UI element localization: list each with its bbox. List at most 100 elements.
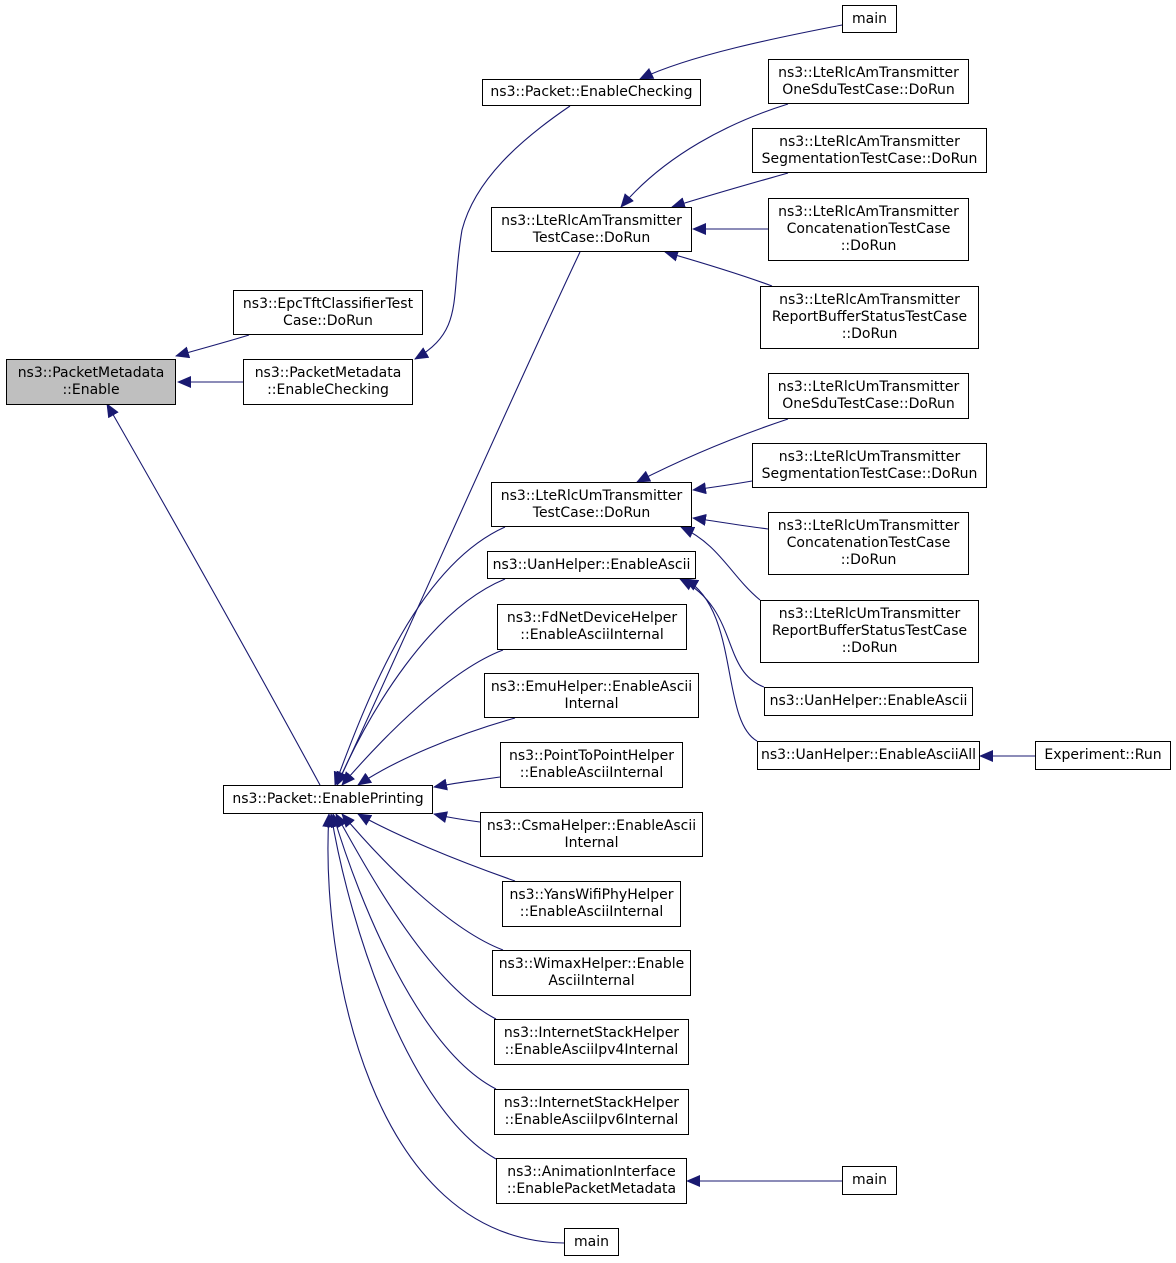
node-label-line: ns3::LteRlcUmTransmitter <box>778 448 961 465</box>
edge-emu-to-pkt_print <box>357 717 516 786</box>
node-packet-enablechecking[interactable]: ns3::Packet::EnableChecking <box>482 79 701 106</box>
node-packetmetadata-enablechecking[interactable]: ns3::PacketMetadata ::EnableChecking <box>243 359 413 405</box>
edge-inet6-to-pkt_print <box>330 813 497 1090</box>
node-packet-enableprinting[interactable]: ns3::Packet::EnablePrinting <box>223 785 433 814</box>
node-label-line: ns3::AnimationInterface <box>507 1164 676 1180</box>
node-label-line: ns3::InternetStackHelper <box>503 1025 680 1041</box>
node-label-line: ::Enable <box>62 382 120 398</box>
node-uanhelper-enableascii-main[interactable]: ns3::UanHelper::EnableAscii <box>487 551 696 579</box>
edge-um_con-to-um_tc <box>692 513 769 530</box>
node-lterlcam-onesdutestcase-dorun[interactable]: ns3::LteRlcAmTransmitter OneSduTestCase:… <box>768 59 969 104</box>
node-uanhelper-enableasciiall[interactable]: ns3::UanHelper::EnableAsciiAll <box>757 741 980 770</box>
node-label-line: ConcatenationTestCase <box>786 535 951 551</box>
node-label-line: ns3::UanHelper::EnableAsciiAll <box>760 747 977 763</box>
node-label-line: AsciiInternal <box>548 973 635 989</box>
node-label-line: TestCase::DoRun <box>532 504 651 521</box>
node-label-line: ns3::Packet::EnablePrinting <box>232 791 424 807</box>
edge-am_one-to-am_tc <box>620 103 789 208</box>
node-label-line: ::DoRun <box>840 238 897 254</box>
node-internetstackhelper-enableasciiipv4internal[interactable]: ns3::InternetStackHelper ::EnableAsciiIp… <box>494 1019 689 1065</box>
node-label-line: ReportBufferStatusTestCase <box>771 309 968 325</box>
node-label-line: ns3::LteRlcUmTransmitter <box>778 606 961 622</box>
node-uanhelper-enableascii-overload[interactable]: ns3::UanHelper::EnableAscii <box>764 687 973 716</box>
node-label-line: ns3::PacketMetadata <box>17 365 165 381</box>
node-epctftclassifiertestcase-dorun[interactable]: ns3::EpcTftClassifierTest Case::DoRun <box>233 290 423 335</box>
edge-am_tc-to-pkt_print <box>336 251 581 786</box>
node-label-line: main <box>852 1172 887 1188</box>
node-fdnetdevicehelper-enableasciiinternal[interactable]: ns3::FdNetDeviceHelper ::EnableAsciiInte… <box>497 604 687 650</box>
edge-csma-to-pkt_print <box>433 811 481 823</box>
node-emuhelper-enableasciiinternal[interactable]: ns3::EmuHelper::EnableAscii Internal <box>484 673 699 718</box>
node-main-top[interactable]: main <box>842 5 897 33</box>
node-animationinterface-enablepacketmetadata[interactable]: ns3::AnimationInterface ::EnablePacketMe… <box>496 1158 687 1204</box>
node-label-line: ::EnableAsciiInternal <box>519 904 664 920</box>
node-label-line: ::EnableAsciiInternal <box>519 765 664 781</box>
edge-anim-to-pkt_print <box>327 813 497 1160</box>
node-lterlcumtransmittertestcase-dorun[interactable]: ns3::LteRlcUmTransmitter TestCase::DoRun <box>491 482 692 527</box>
node-label-line: ConcatenationTestCase <box>786 221 951 237</box>
edge-am_seg-to-am_tc <box>671 172 789 209</box>
node-label-line: ns3::LteRlcAmTransmitter <box>778 64 959 81</box>
node-label-line: ns3::LteRlcAmTransmitter <box>778 204 959 220</box>
node-lterlcum-onesdutestcase-dorun[interactable]: ns3::LteRlcUmTransmitter OneSduTestCase:… <box>768 373 969 419</box>
edge-fd-to-pkt_print <box>341 649 504 786</box>
edge-uan_all-to-uan_a <box>684 578 758 742</box>
node-label-line: ns3::FdNetDeviceHelper <box>506 610 678 626</box>
node-internetstackhelper-enableasciiipv6internal[interactable]: ns3::InternetStackHelper ::EnableAsciiIp… <box>494 1089 689 1135</box>
node-main-animation[interactable]: main <box>842 1166 897 1195</box>
node-lterlcum-concatenationtestcase-dorun[interactable]: ns3::LteRlcUmTransmitter ConcatenationTe… <box>768 512 969 575</box>
node-label-line: ns3::LteRlcUmTransmitter <box>777 518 960 534</box>
node-label-line: ns3::PacketMetadata <box>254 365 402 381</box>
node-label-line: Internal <box>564 695 619 712</box>
edge-p2p-to-pkt_print <box>433 776 501 791</box>
edge-epc-to-pm_enable <box>175 334 250 359</box>
node-label-line: main <box>574 1233 609 1250</box>
node-label-line: ::EnableAsciiIpv4Internal <box>504 1042 679 1058</box>
edge-inet4-to-pkt_print <box>335 813 497 1020</box>
node-label-line: ns3::LteRlcUmTransmitter <box>500 487 683 504</box>
node-label-line: ::EnableAsciiInternal <box>520 627 664 643</box>
node-lterlcum-segmentationtestcase-dorun[interactable]: ns3::LteRlcUmTransmitter SegmentationTes… <box>752 443 987 488</box>
edge-pkt_print-to-pm_enable <box>106 403 321 786</box>
edge-um_tc-to-pkt_print <box>333 526 506 786</box>
node-main-bottom[interactable]: main <box>564 1228 619 1256</box>
node-lterlcum-reportbufferstatustestcase-dorun[interactable]: ns3::LteRlcUmTransmitter ReportBufferSta… <box>760 600 979 663</box>
node-label-line: ns3::CsmaHelper::EnableAscii <box>486 817 697 834</box>
node-label-line: ns3::LteRlcAmTransmitter <box>501 212 682 229</box>
edge-yans-to-pkt_print <box>357 813 516 882</box>
node-lterlcam-reportbufferstatustestcase-dorun[interactable]: ns3::LteRlcAmTransmitter ReportBufferSta… <box>760 286 979 349</box>
node-label-line: Case::DoRun <box>283 312 373 329</box>
node-label-line: ns3::WimaxHelper::Enable <box>498 956 685 972</box>
node-label-line: OneSduTestCase::DoRun <box>782 81 955 98</box>
node-label-line: ns3::InternetStackHelper <box>503 1095 680 1111</box>
node-pointtopointhelper-enableasciiinternal[interactable]: ns3::PointToPointHelper ::EnableAsciiInt… <box>500 742 683 788</box>
edge-wimax-to-pkt_print <box>341 813 504 951</box>
node-label-line: ns3::UanHelper::EnableAscii <box>769 693 968 709</box>
node-label-line: OneSduTestCase::DoRun <box>782 396 955 412</box>
node-label-line: ::EnableChecking <box>267 382 389 398</box>
node-label-line: ns3::LteRlcUmTransmitter <box>777 379 960 395</box>
node-label-line: ReportBufferStatusTestCase <box>771 623 968 639</box>
node-label-line: ns3::PointToPointHelper <box>508 748 675 764</box>
node-label-line: SegmentationTestCase::DoRun <box>761 150 978 167</box>
node-lterlcamtransmittertestcase-dorun[interactable]: ns3::LteRlcAmTransmitter TestCase::DoRun <box>491 207 692 252</box>
node-label-line: ns3::EmuHelper::EnableAscii <box>490 678 693 695</box>
node-label-line: ns3::Packet::EnableChecking <box>490 84 693 100</box>
node-csmahelper-enableasciiinternal[interactable]: ns3::CsmaHelper::EnableAscii Internal <box>480 812 703 857</box>
node-label-line: ns3::LteRlcAmTransmitter <box>779 292 960 308</box>
edge-am_rep-to-am_tc <box>664 249 773 287</box>
edge-um_one-to-um_tc <box>636 418 789 483</box>
node-yanswifiphyhelper-enableasciiinternal[interactable]: ns3::YansWifiPhyHelper ::EnableAsciiInte… <box>502 881 681 927</box>
node-wimaxhelper-enableasciiinternal[interactable]: ns3::WimaxHelper::Enable AsciiInternal <box>492 950 691 996</box>
node-lterlcam-concatenationtestcase-dorun[interactable]: ns3::LteRlcAmTransmitter ConcatenationTe… <box>768 198 969 261</box>
edge-main_bottom-to-pkt_print <box>322 813 565 1244</box>
node-label-line: ::DoRun <box>841 326 898 342</box>
node-packetmetadata-enable: ns3::PacketMetadata ::Enable <box>6 359 176 405</box>
edge-uan_b-to-uan_a <box>679 578 765 688</box>
node-lterlcam-segmentationtestcase-dorun[interactable]: ns3::LteRlcAmTransmitter SegmentationTes… <box>752 128 987 173</box>
node-experiment-run[interactable]: Experiment::Run <box>1035 741 1171 770</box>
node-label-line: ns3::YansWifiPhyHelper <box>509 887 674 903</box>
node-label-line: ::EnablePacketMetadata <box>506 1181 677 1197</box>
node-label-line: Experiment::Run <box>1044 747 1162 763</box>
